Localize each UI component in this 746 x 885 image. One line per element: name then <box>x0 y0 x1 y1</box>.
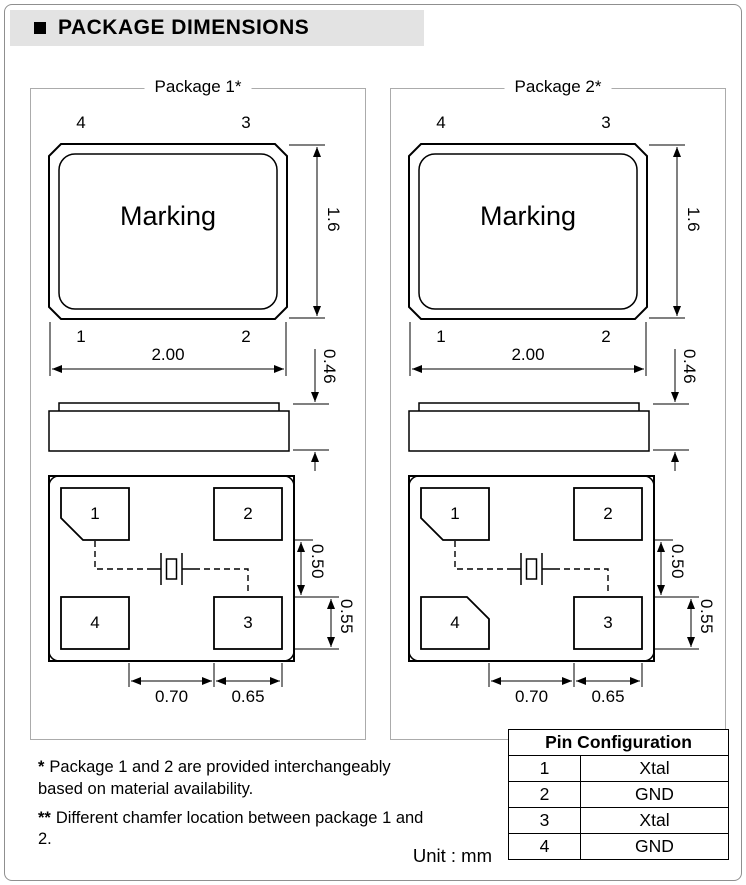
pad-number-3: 3 <box>243 613 253 632</box>
table-row: 3 Xtal <box>508 807 729 834</box>
pad-2 <box>573 487 643 541</box>
pads <box>420 487 643 650</box>
pin-configuration-table: Pin Configuration 1 Xtal 2 GND 3 Xtal 4 … <box>508 729 729 860</box>
footnote-marker: * <box>38 758 45 776</box>
footnote-chamfer: **Different chamfer location between pac… <box>38 808 440 852</box>
section-bullet-icon <box>34 22 46 34</box>
dim-pad-height <box>295 599 339 650</box>
pad-number-1: 1 <box>450 504 460 523</box>
dim-pad-width <box>216 663 283 687</box>
pin-number-bottom-right: 2 <box>241 327 251 346</box>
function-cell: GND <box>580 781 729 808</box>
footnotes: *Package 1 and 2 are provided interchang… <box>38 757 440 858</box>
pad-4 <box>420 596 490 650</box>
pin-number-bottom-right: 2 <box>601 327 611 346</box>
pad-3 <box>573 596 643 650</box>
dim-label-pad-gap-vertical: 0.50 <box>668 544 687 580</box>
pad-number-4: 4 <box>90 613 100 632</box>
dim-body-height <box>649 144 685 319</box>
page-title: PACKAGE DIMENSIONS <box>58 16 310 39</box>
function-cell: Xtal <box>580 755 729 782</box>
dim-label-thickness: 0.46 <box>680 349 699 385</box>
pad-number-3: 3 <box>603 613 613 632</box>
bottom-view <box>408 475 655 662</box>
dim-pad-gap-vertical <box>655 539 699 598</box>
pad-3 <box>213 596 283 650</box>
dim-label-pad-height: 0.55 <box>697 599 716 635</box>
package-2-label: Package 2* <box>504 77 612 97</box>
top-view <box>408 143 648 320</box>
table-row: 1 Xtal <box>508 755 729 782</box>
pin-cell: 1 <box>508 755 581 782</box>
pin-table-title: Pin Configuration <box>508 729 729 756</box>
package-1-panel: Package 1* <box>30 77 366 740</box>
pin-number-top-right: 3 <box>241 113 251 132</box>
footnote-text: Different chamfer location between packa… <box>38 808 424 849</box>
dim-pad-width <box>576 663 643 687</box>
dim-pad-gap-horizontal <box>128 663 215 687</box>
pin-number-bottom-left: 1 <box>436 327 446 346</box>
center-dashed-line <box>194 568 249 595</box>
side-view <box>48 402 290 452</box>
pin-cell: 2 <box>508 781 581 808</box>
dim-thickness <box>653 349 689 471</box>
function-cell: GND <box>580 833 729 860</box>
pad-number-2: 2 <box>603 504 613 523</box>
package-2-drawing <box>408 143 699 687</box>
unit-label: Unit : mm <box>412 845 492 866</box>
pad-4 <box>60 596 130 650</box>
dim-label-pad-width: 0.65 <box>231 687 265 706</box>
dim-label-pad-gap-horizontal: 0.70 <box>154 687 189 706</box>
crystal-symbol <box>509 553 554 585</box>
section-header: PACKAGE DIMENSIONS <box>10 10 424 46</box>
center-dashed-line <box>454 541 509 570</box>
pad-number-1: 1 <box>90 504 100 523</box>
dim-label-body-width: 2.00 <box>151 345 185 364</box>
center-dashed-line <box>94 541 149 570</box>
dim-body-width <box>409 322 647 376</box>
dim-pad-height <box>655 599 699 650</box>
dim-label-pad-height: 0.55 <box>337 599 356 635</box>
footnote-text: Package 1 and 2 are provided interchange… <box>38 758 391 798</box>
dim-label-body-width: 2.00 <box>511 345 545 364</box>
dim-label-pad-width: 0.65 <box>591 687 625 706</box>
pin-number-top-left: 4 <box>76 113 86 132</box>
dim-label-body-height: 1.6 <box>684 207 703 233</box>
package-1-label: Package 1* <box>144 77 252 97</box>
dim-label-body-height: 1.6 <box>324 207 343 233</box>
package-1-drawing <box>48 143 339 687</box>
dim-pad-gap-horizontal <box>488 663 575 687</box>
dim-pad-gap-vertical <box>295 539 339 598</box>
top-view <box>48 143 288 320</box>
pin-number-bottom-left: 1 <box>76 327 86 346</box>
pad-1 <box>60 487 130 541</box>
marking-text: Marking <box>119 201 217 231</box>
marking-text: Marking <box>479 201 577 231</box>
pad-number-4: 4 <box>450 613 460 632</box>
pin-number-top-left: 4 <box>436 113 446 132</box>
center-dashed-line <box>554 568 609 595</box>
side-view <box>408 402 650 452</box>
pin-cell: 3 <box>508 807 581 834</box>
dim-body-width <box>49 322 287 376</box>
pin-cell: 4 <box>508 833 581 860</box>
pads <box>60 487 283 650</box>
dim-label-pad-gap-horizontal: 0.70 <box>514 687 549 706</box>
dim-thickness <box>293 349 329 471</box>
footnote-interchangeable: *Package 1 and 2 are provided interchang… <box>38 757 440 801</box>
footnote-marker: ** <box>38 808 51 827</box>
crystal-symbol <box>149 553 194 585</box>
pad-1 <box>420 487 490 541</box>
dim-body-height <box>289 144 325 319</box>
bottom-view <box>48 475 295 662</box>
dim-label-pad-gap-vertical: 0.50 <box>308 544 327 580</box>
function-cell: Xtal <box>580 807 729 834</box>
table-row: 2 GND <box>508 781 729 808</box>
package-2-panel: Package 2* <box>390 77 726 740</box>
pad-2 <box>213 487 283 541</box>
dim-label-thickness: 0.46 <box>320 349 339 385</box>
table-row: 4 GND <box>508 833 729 860</box>
pad-number-2: 2 <box>243 504 253 523</box>
pin-number-top-right: 3 <box>601 113 611 132</box>
